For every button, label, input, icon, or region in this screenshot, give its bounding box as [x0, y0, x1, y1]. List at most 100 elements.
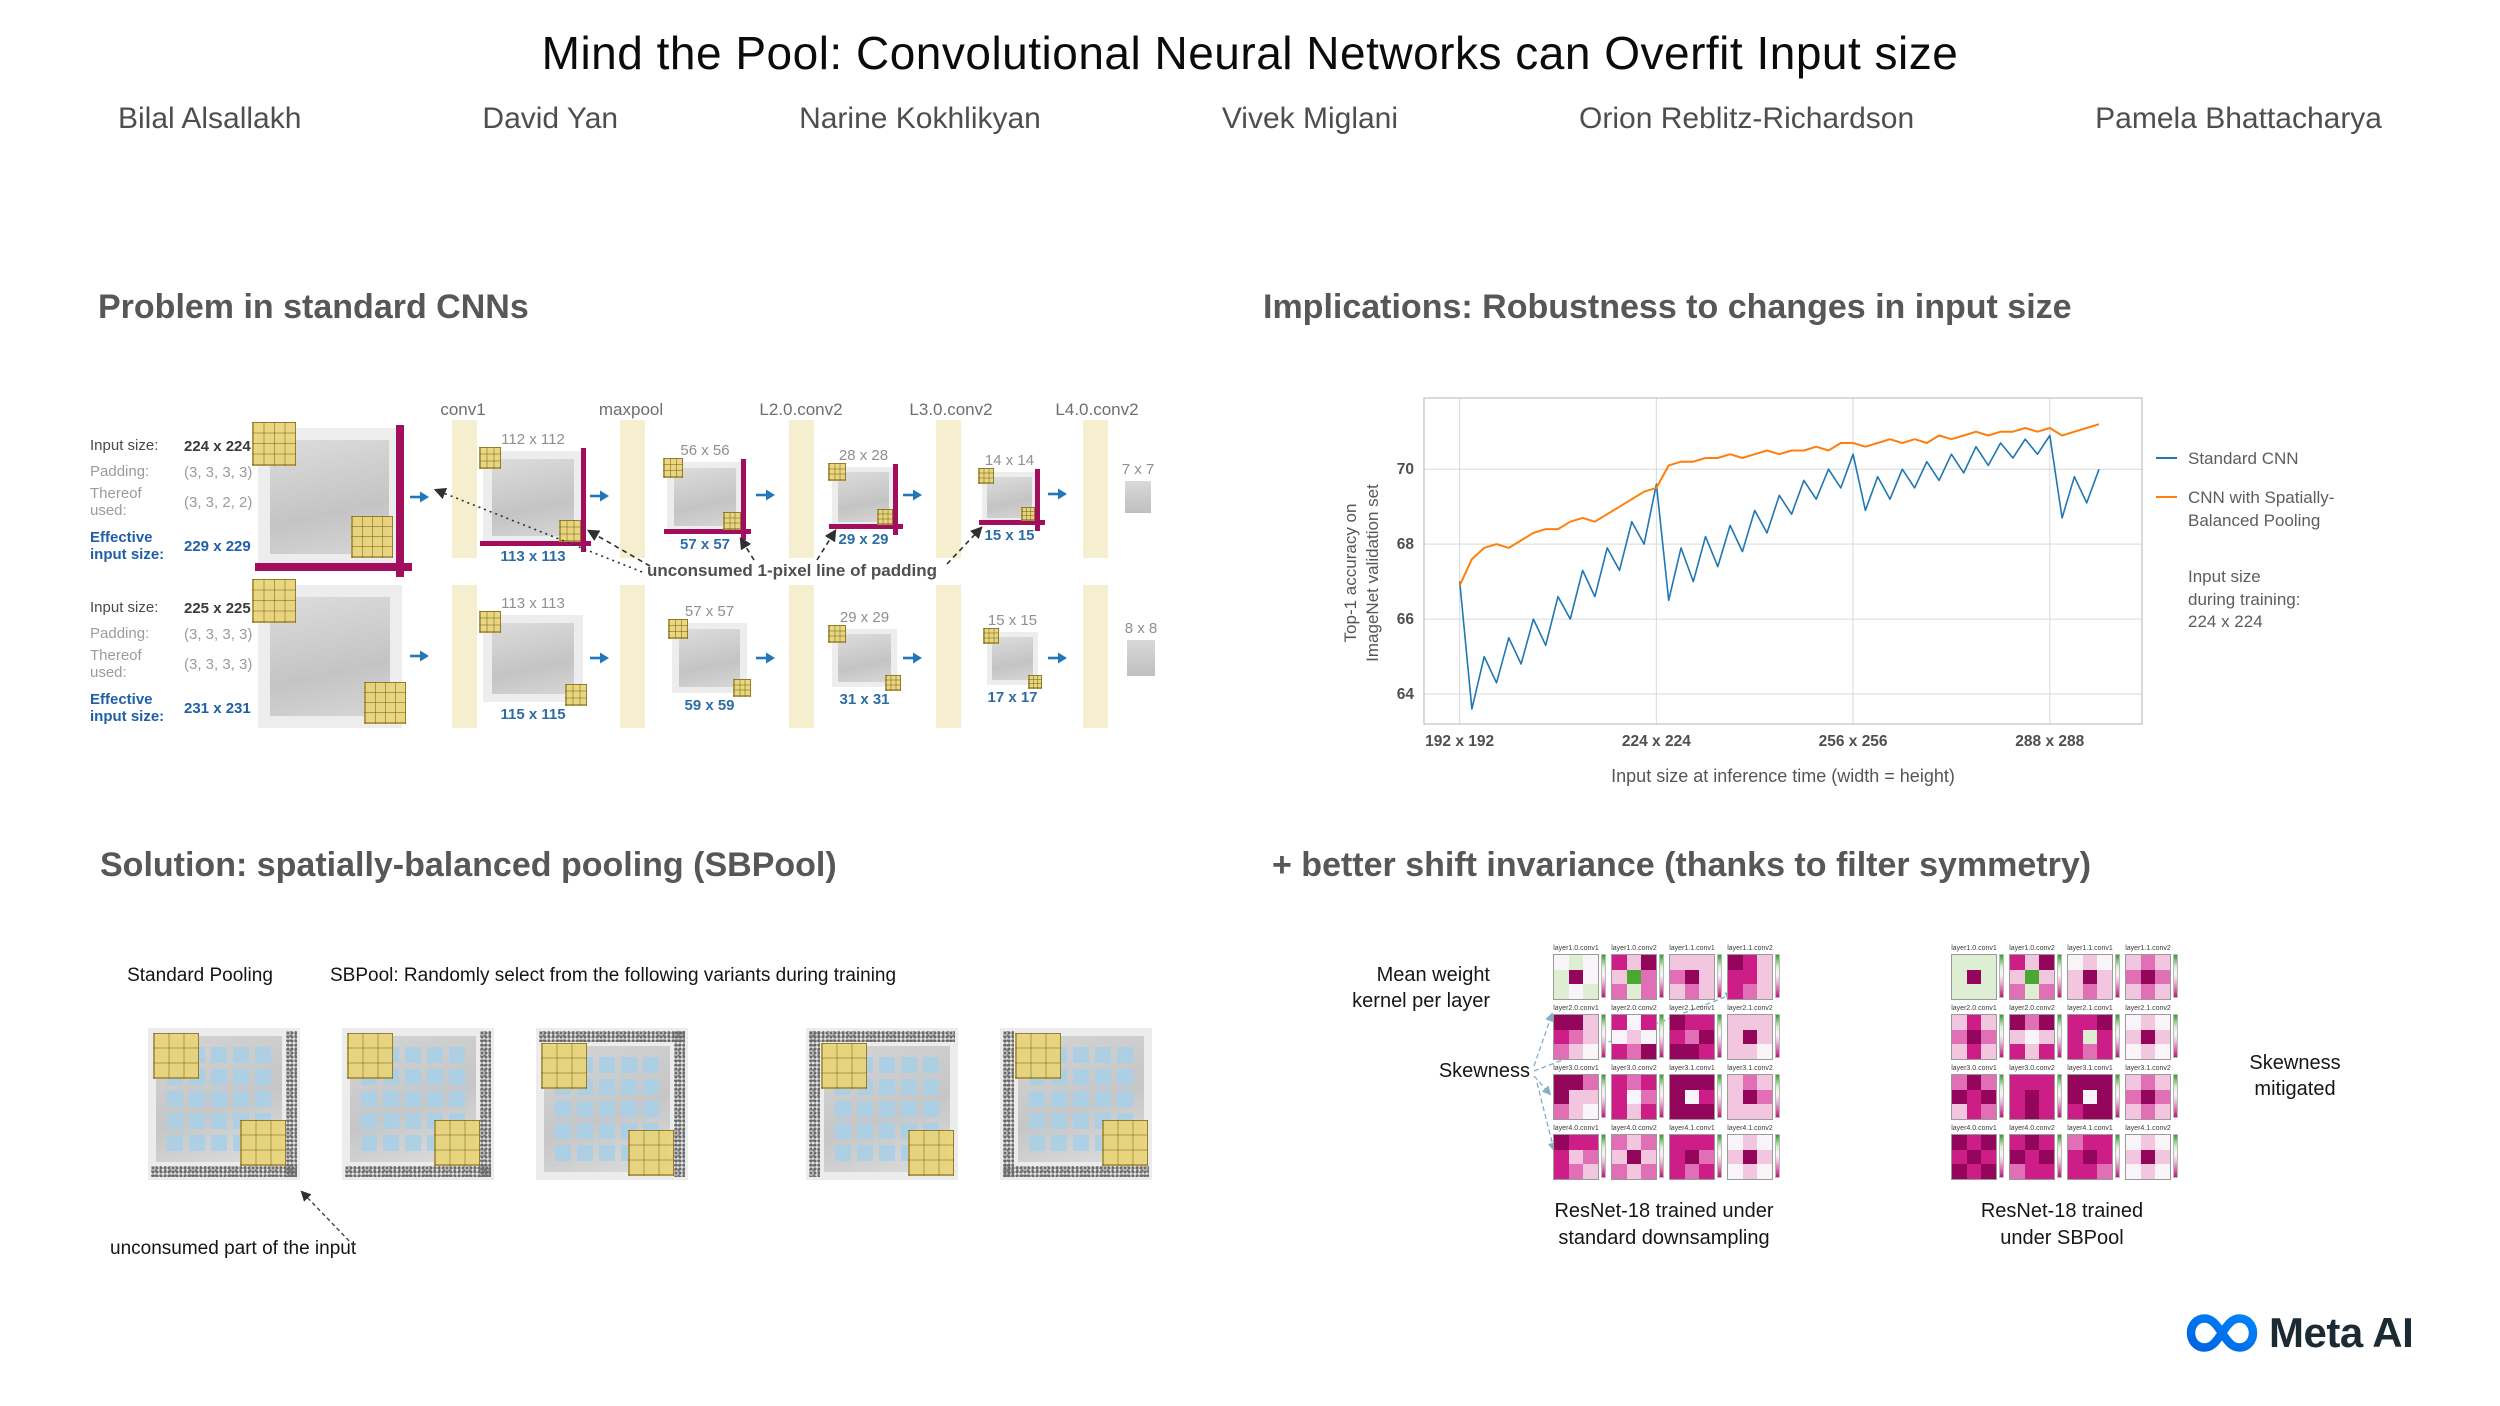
pooled-cell: [555, 1101, 571, 1117]
kernel-title: layer3.1.conv1: [1669, 1065, 1715, 1072]
kernel-cell: [1568, 1135, 1584, 1150]
pooled-cell: [255, 1069, 271, 1085]
feature-map: [1125, 481, 1151, 513]
info-label: Input size:: [90, 599, 159, 617]
kernel-colorbar: [2115, 1074, 2120, 1118]
pooled-cell: [835, 1123, 851, 1139]
kernel-cell: [2126, 1149, 2141, 1165]
input-info-row: Thereof used:(3, 3, 2, 2): [90, 485, 265, 519]
kernel-heatmap: [1951, 1134, 1997, 1180]
legend-swatch-orange: [2156, 496, 2177, 499]
pooled-cell: [449, 1091, 465, 1107]
pool-kernel-icon: [628, 1130, 674, 1176]
kernel-cell: [1684, 1164, 1700, 1179]
pooled-cell: [923, 1101, 939, 1117]
kernel-cell: [2039, 1015, 2054, 1030]
kernel-cell: [2140, 1164, 2156, 1179]
kernel-cell: [2024, 1164, 2040, 1179]
kernel-cell: [2010, 1164, 2025, 1179]
kernel-cell: [2024, 1135, 2040, 1150]
kernel-cell: [1626, 1044, 1642, 1059]
pool-kernel-icon: [1102, 1120, 1148, 1166]
kernel-colorbar: [1601, 1014, 1606, 1058]
author-name: Bilal Alsallakh: [118, 102, 302, 135]
kernel-cell: [1742, 1044, 1758, 1059]
kernel-cell: [2140, 1029, 2156, 1045]
kernel-cell: [1670, 969, 1685, 985]
page-title: Mind the Pool: Convolutional Neural Netw…: [541, 27, 1959, 79]
y-tick-label: 66: [1397, 611, 1415, 628]
kernel-heatmap: [2125, 1014, 2171, 1060]
conv-kernel-icon: [252, 579, 296, 623]
skewness-arrow-3: [1533, 1075, 1552, 1096]
kernel-cell: [1952, 1149, 1967, 1165]
panel-caption-sbpool: ResNet-18 trained under SBPool: [1980, 1200, 2144, 1249]
kernel-cell: [1612, 1015, 1627, 1030]
kernel-cell: [1699, 969, 1714, 985]
pooled-cell: [233, 1091, 249, 1107]
info-label: Effective input size:: [90, 529, 165, 563]
meta-ai-logo: Meta AI: [2185, 1308, 2414, 1358]
effective-size-label: 15 x 15: [984, 527, 1035, 544]
conv-kernel-icon: [1021, 507, 1035, 521]
kernel-colorbar: [1659, 1134, 1664, 1178]
pooled-cell: [1095, 1069, 1111, 1085]
kernel-cell: [1952, 1164, 1967, 1179]
meta-infinity-icon: [2186, 1314, 2258, 1352]
feature-map-inner: [991, 636, 1034, 681]
feature-map-size-label: 57 x 57: [684, 603, 735, 620]
kernel-cell: [2140, 1104, 2156, 1119]
kernel-cell: [1742, 1075, 1758, 1090]
kernel-cell: [2082, 955, 2098, 970]
kernel-cell: [1757, 1149, 1772, 1165]
kernel-colorbar: [1999, 1134, 2004, 1178]
pooled-cell: [1117, 1047, 1133, 1063]
pool-kernel-icon: [908, 1130, 954, 1176]
kernel-cell: [1684, 969, 1700, 985]
kernel-cell: [1626, 955, 1642, 970]
kernel-cell: [1568, 1075, 1584, 1090]
conv-kernel-icon: [364, 682, 406, 724]
kernel-cell: [2010, 1029, 2025, 1045]
kernel-cell: [1583, 1089, 1598, 1105]
kernel-cell: [2039, 1075, 2054, 1090]
kernel-colorbar: [1775, 954, 1780, 998]
conv-kernel-icon: [663, 458, 683, 478]
flow-arrow-icon: [590, 651, 610, 665]
info-value: (3, 3, 3, 3): [184, 464, 253, 481]
kernel-title: layer1.0.conv2: [2009, 945, 2055, 952]
cnn-annotation: unconsumed 1-pixel line of padding: [647, 561, 937, 580]
kernel-colorbar: [2173, 1074, 2178, 1118]
conv-kernel-icon: [983, 628, 999, 644]
sbpool-variants-label: SBPool: Randomly select from the followi…: [330, 965, 897, 986]
pooled-cell: [835, 1101, 851, 1117]
kernel-cell: [1612, 1089, 1627, 1105]
unconsumed-padding-line: [581, 448, 586, 552]
kernel-heatmap: [2125, 1074, 2171, 1120]
kernel-cell: [2068, 1135, 2083, 1150]
kernel-cell: [1966, 969, 1982, 985]
kernel-cell: [2010, 969, 2025, 985]
pooled-cell: [879, 1057, 895, 1073]
kernel-cell: [2010, 1075, 2025, 1090]
skewness-label: Skewness: [1438, 1060, 1530, 1082]
kernel-cell: [2068, 1029, 2083, 1045]
kernel-cell: [2068, 1075, 2083, 1090]
input-info-row: Padding:(3, 3, 3, 3): [90, 464, 265, 481]
kernel-cell: [2097, 1149, 2112, 1165]
conv-kernel-icon: [978, 468, 994, 484]
kernel-cell: [1742, 1104, 1758, 1119]
kernel-cell: [2082, 1029, 2098, 1045]
pool-kernel-icon: [1015, 1033, 1061, 1079]
kernel-cell: [1641, 1135, 1656, 1150]
kernel-cell: [1981, 1135, 1996, 1150]
kernel-cell: [2024, 1015, 2040, 1030]
pooled-cell: [879, 1101, 895, 1117]
kernel-cell: [1670, 1089, 1685, 1105]
kernel-cell: [1757, 1089, 1772, 1105]
effective-size-label: 113 x 113: [500, 548, 566, 565]
kernel-cell: [2039, 984, 2054, 999]
kernel-cell: [2039, 1089, 2054, 1105]
kernel-cell: [1583, 1135, 1598, 1150]
input-info-row: Thereof used:(3, 3, 3, 3): [90, 647, 265, 681]
